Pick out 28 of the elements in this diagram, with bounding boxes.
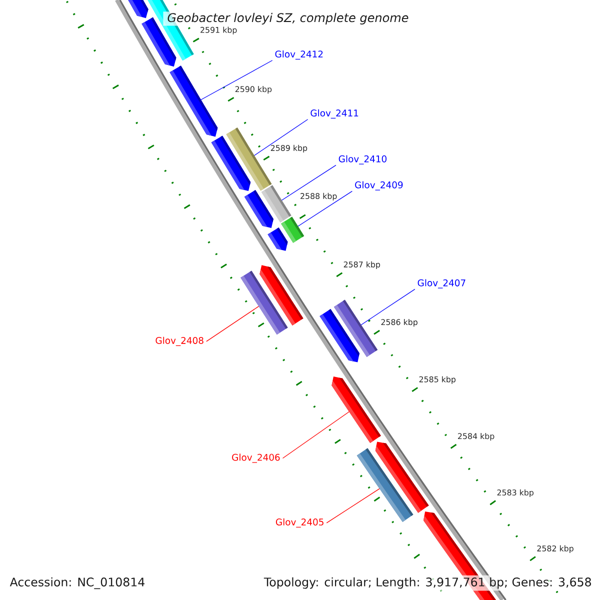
gene-block <box>128 0 148 18</box>
gene-label: Glov_2410 <box>338 155 386 164</box>
footer-text: Topology: circular; Length: 3,917,761 bp; Genes: 3,658 <box>260 575 595 591</box>
footer-text: Accession: NC_010814 <box>10 577 144 590</box>
leader-line <box>298 190 352 227</box>
leader-line <box>360 288 416 326</box>
gene-block <box>268 227 288 251</box>
leader-line <box>326 488 380 524</box>
gene-block <box>244 190 274 228</box>
leader-line <box>254 119 308 156</box>
leader-line <box>281 164 336 201</box>
gene-label: Glov_2406 <box>232 454 280 463</box>
gene-label: Glov_2405 <box>276 518 324 528</box>
gene-label: Glov_2412 <box>275 50 323 60</box>
gene-label: Glov_2409 <box>355 181 403 190</box>
gene-block <box>260 265 304 326</box>
leader-line <box>282 411 350 459</box>
leader-line <box>200 60 273 100</box>
leader-line <box>206 306 260 342</box>
title: Geobacter lovleyi SZ, complete genome <box>163 12 413 26</box>
gene-block <box>375 442 429 513</box>
gene-label: Glov_2408 <box>156 336 204 346</box>
gene-block <box>170 66 218 137</box>
gene-block <box>211 136 251 192</box>
gene-block <box>320 309 360 362</box>
gene-label: Glov_2411 <box>310 109 358 119</box>
gene-label: Glov_2407 <box>418 279 466 288</box>
gene-block <box>332 376 381 444</box>
